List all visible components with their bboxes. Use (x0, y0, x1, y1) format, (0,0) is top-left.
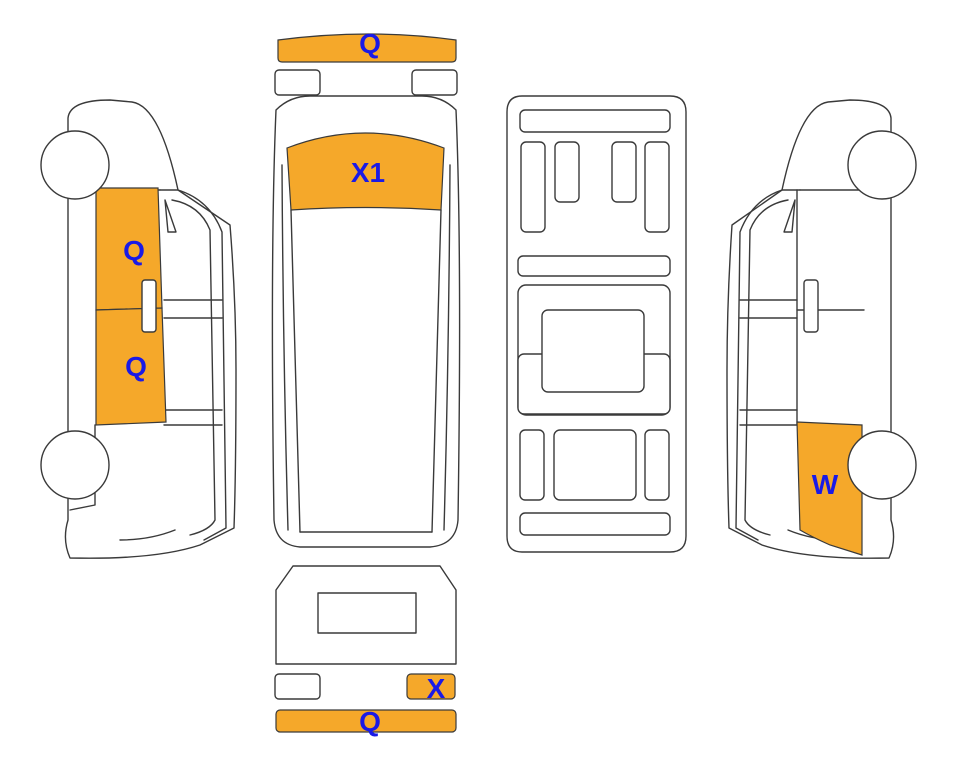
underbody-fuel-tank[interactable] (541, 309, 645, 393)
left-front-wheel[interactable] (40, 130, 110, 200)
right-rear-quarter[interactable]: W (796, 421, 863, 556)
front-bumper[interactable]: Q (277, 28, 457, 63)
front-right-headlight[interactable] (411, 69, 458, 96)
rear-view (275, 565, 457, 665)
right-door-handle[interactable] (803, 279, 819, 333)
top-view: X1 (271, 95, 461, 548)
front-left-headlight[interactable] (274, 69, 321, 96)
left-rear-door[interactable]: Q (95, 307, 167, 426)
underbody-view (506, 95, 687, 553)
windshield[interactable]: X1 (286, 132, 445, 211)
right-front-wheel[interactable] (847, 130, 917, 200)
left-side-view: Q Q (40, 99, 237, 559)
rear-left-light[interactable] (274, 673, 321, 700)
right-rear-wheel[interactable] (847, 430, 917, 500)
left-rear-door-label: Q (125, 351, 147, 382)
rear-right-light-label: X (427, 673, 446, 704)
windshield-label: X1 (351, 157, 385, 188)
rear-right-light[interactable]: X (406, 673, 456, 704)
rear-bumper-label: Q (359, 706, 381, 737)
front-bumper-label: Q (359, 28, 381, 59)
left-door-handle[interactable] (141, 279, 157, 333)
rear-bumper[interactable]: Q (275, 706, 457, 737)
left-front-door-label: Q (123, 235, 145, 266)
right-side-view: W (726, 99, 917, 559)
left-rear-wheel[interactable] (40, 430, 110, 500)
rear-window[interactable] (317, 592, 417, 634)
right-rear-quarter-label: W (812, 469, 839, 500)
